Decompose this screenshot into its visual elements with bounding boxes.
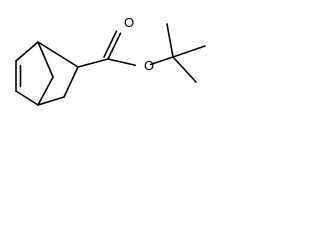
atom-label-layer: O O — [124, 15, 154, 73]
bond-a1-a2 — [15, 41, 39, 62]
bond-a8-a10 — [107, 58, 136, 67]
bond-a1-a7 — [37, 41, 54, 78]
bond-a3-a4 — [15, 90, 39, 106]
bond-a8-a9-second-line — [103, 30, 118, 58]
bond-a11-a13 — [172, 45, 206, 58]
bond-a6-a8 — [77, 58, 109, 68]
chemical-structure-diagram: O O — [15, 15, 206, 106]
bond-a4-a5 — [37, 96, 65, 106]
carbonyl-oxygen-label: O — [124, 15, 134, 30]
bond-a5-a6 — [63, 66, 79, 98]
bond-a11-a14 — [172, 56, 197, 83]
bond-a8-a9 — [107, 32, 122, 60]
bond-layer — [15, 23, 206, 106]
ester-oxygen-label: O — [144, 58, 154, 73]
bond-a6-a1 — [37, 41, 79, 68]
bond-a10-a11 — [149, 56, 174, 66]
bond-a7-a4 — [37, 76, 54, 106]
bond-a11-a12 — [166, 23, 174, 58]
